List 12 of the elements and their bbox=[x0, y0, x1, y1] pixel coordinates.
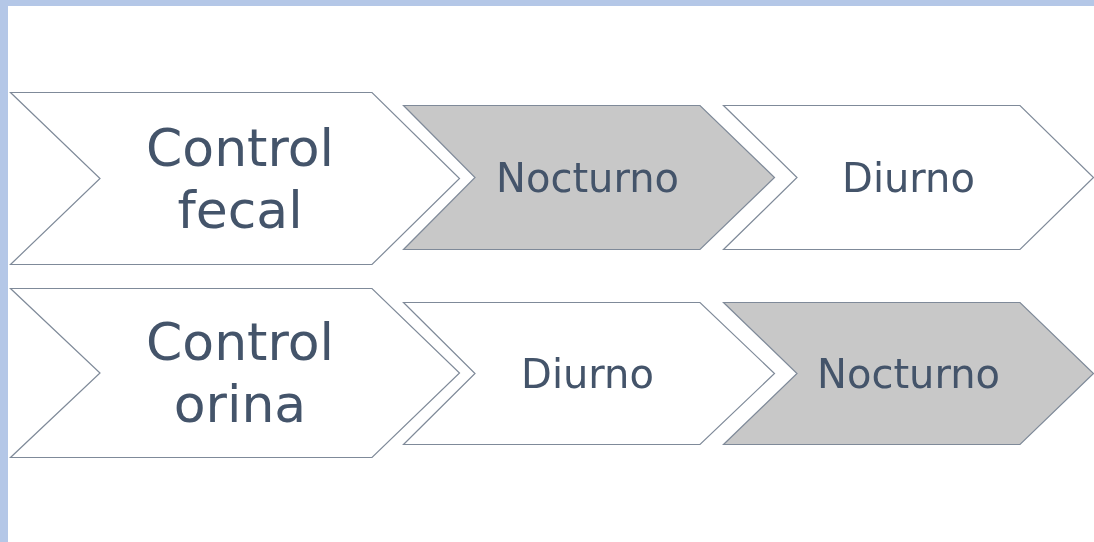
chevron-shape bbox=[10, 92, 460, 265]
chevron-label: Control fecal bbox=[145, 116, 335, 241]
chevron-label: Diurno bbox=[520, 349, 655, 398]
chevron-shape bbox=[723, 302, 1094, 445]
chevron-shape bbox=[403, 302, 775, 445]
chevron-shape bbox=[10, 288, 460, 458]
chevron-shape bbox=[723, 105, 1094, 250]
chevron-label: Nocturno bbox=[495, 153, 680, 202]
chevron-shape bbox=[403, 105, 775, 250]
chevron-label: Control orina bbox=[145, 310, 335, 436]
chevron-label: Diurno bbox=[841, 153, 976, 202]
chevron-label: Nocturno bbox=[816, 349, 1001, 398]
